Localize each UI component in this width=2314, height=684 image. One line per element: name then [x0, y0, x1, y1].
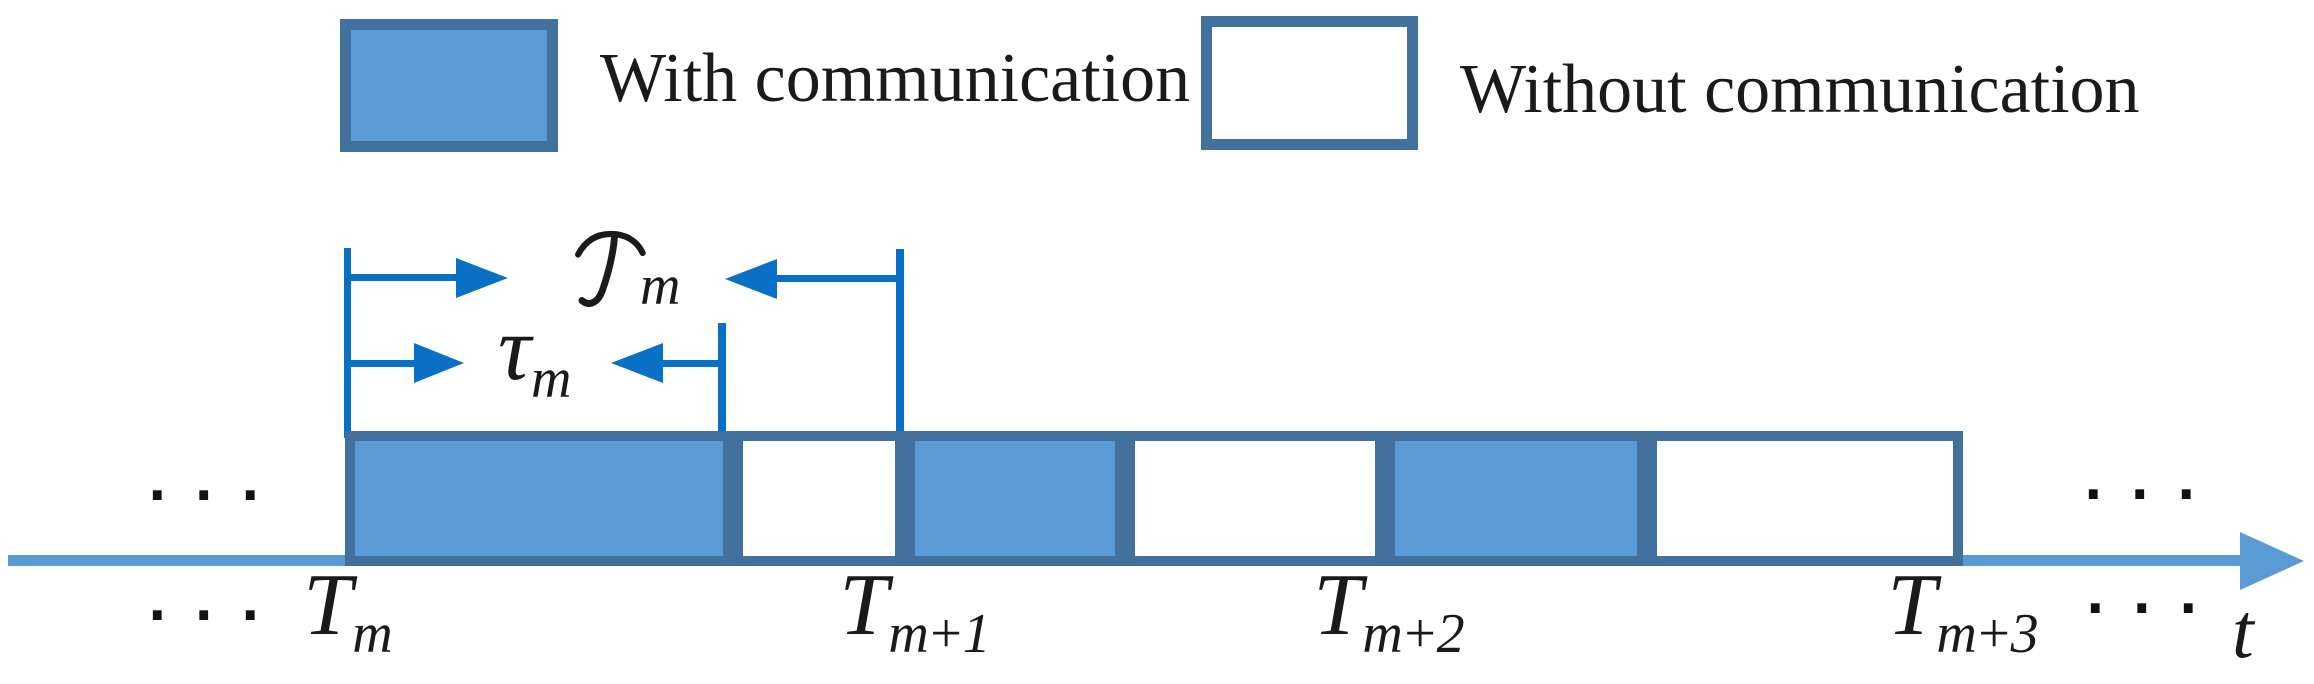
- tick-base-symbol: T: [1887, 557, 1937, 654]
- legend-swatch-without-communication: [1201, 16, 1418, 150]
- axis-label-t: t: [2232, 587, 2254, 674]
- marker-line-tau-end: [718, 323, 726, 438]
- tick-base-symbol: T: [1313, 557, 1363, 654]
- legend-label-without-communication: Without communication: [1460, 51, 2140, 128]
- timeline-section-without-communication: [733, 431, 905, 566]
- legend-swatch-with-communication: [340, 19, 558, 152]
- timeline-section-with-communication: [1385, 431, 1647, 566]
- frame-arrow-right-shaft: [776, 275, 898, 282]
- tick-subscript: m+2: [1362, 602, 1464, 665]
- script-T-glyph: [575, 230, 646, 307]
- frame-arrow-right-head-icon: [456, 258, 508, 298]
- frame-arrow-left-head-icon: [725, 259, 777, 299]
- slot-arrow-right-shaft: [662, 360, 722, 367]
- tick-label-T-m: Tm: [303, 562, 392, 665]
- frame-duration-subscript: m: [640, 255, 681, 317]
- timeline-section-without-communication: [1125, 431, 1385, 566]
- tick-base-symbol: T: [303, 557, 353, 654]
- time-axis-arrowhead-icon: [2240, 532, 2304, 590]
- tick-subscript: m+3: [1936, 602, 2038, 665]
- tick-label-T-m+1: Tm+1: [839, 562, 990, 665]
- slot-arrow-left-head-icon: [611, 343, 663, 383]
- timeline-section-with-communication: [905, 431, 1125, 566]
- tick-label-T-m+3: Tm+3: [1887, 562, 2038, 665]
- marker-line-Tm1: [896, 249, 904, 438]
- marker-line-Tm: [344, 248, 351, 438]
- slot-arrow-left-shaft: [344, 360, 414, 367]
- timeline-section-with-communication: [345, 431, 733, 566]
- tick-subscript: m+1: [888, 602, 990, 665]
- slot-duration-subscript: m: [530, 347, 572, 410]
- ellipsis-upper-left: ···: [141, 464, 281, 527]
- tick-base-symbol: T: [839, 557, 889, 654]
- ellipsis-lower-right: ···: [2079, 577, 2219, 640]
- tau-symbol: τ: [498, 297, 531, 399]
- timeline-bars: [345, 431, 1963, 566]
- ellipsis-upper-right: ···: [2077, 463, 2217, 526]
- timeline-section-without-communication: [1647, 431, 1963, 566]
- slot-arrow-right-head-icon: [414, 343, 464, 383]
- frame-arrow-left-shaft: [344, 274, 456, 281]
- slot-duration-label: τm: [498, 302, 571, 407]
- tick-subscript: m: [352, 602, 392, 665]
- tick-label-T-m+2: Tm+2: [1313, 562, 1464, 665]
- ellipsis-lower-left: ···: [141, 584, 281, 647]
- legend-label-with-communication: With communication: [600, 40, 1191, 117]
